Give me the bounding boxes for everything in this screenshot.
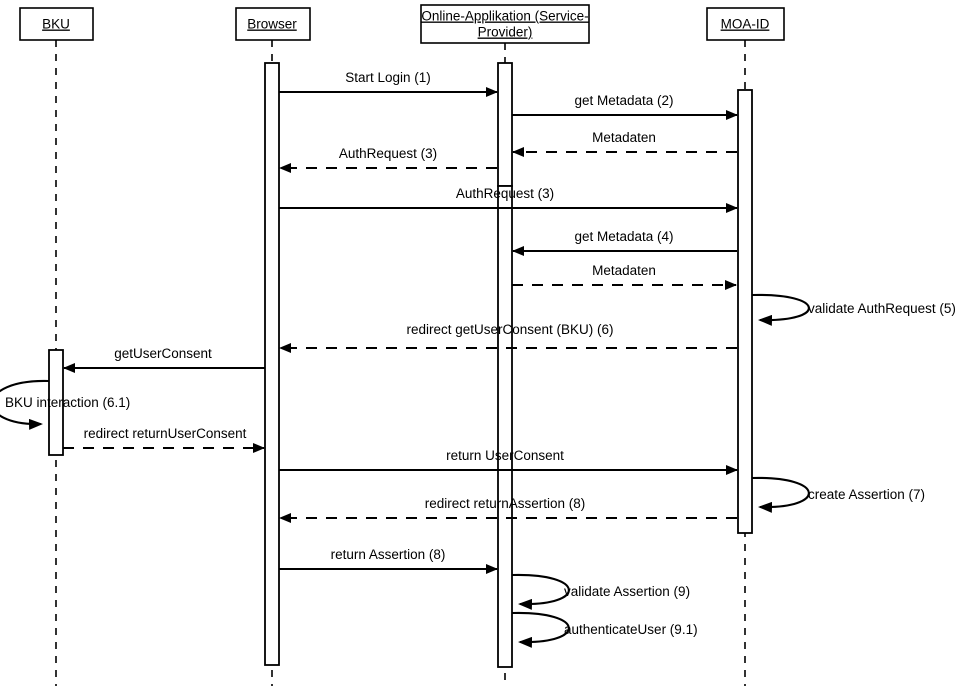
- message-label: redirect getUserConsent (BKU) (6): [406, 322, 613, 337]
- self-message-loop-arrow: [751, 293, 810, 326]
- self-message-loop-arrow: [511, 573, 570, 610]
- message-label: get Metadata (4): [574, 229, 673, 244]
- message-label: return Assertion (8): [331, 547, 446, 562]
- message-label: redirect returnUserConsent: [84, 426, 247, 441]
- message-label: return UserConsent: [446, 448, 564, 463]
- lifeline-header-box[interactable]: [706, 7, 785, 41]
- message-10-bku-to-browser[interactable]: redirect returnUserConsent: [63, 426, 265, 453]
- self-message-label: create Assertion (7): [808, 487, 925, 502]
- self-message-1-moa[interactable]: validate AuthRequest (5): [751, 293, 956, 326]
- activation-bar-moa[interactable]: [737, 89, 753, 534]
- self-message-loop-arrow: [751, 476, 810, 513]
- lifeline-header-box[interactable]: [235, 7, 311, 41]
- lifeline-label-browser: Browser: [247, 17, 297, 32]
- message-label: Metadaten: [592, 130, 656, 145]
- message-4-oa-to-browser[interactable]: AuthRequest (3): [279, 146, 497, 173]
- lifeline-label-oa: Online-Applikation (Service-: [421, 9, 588, 24]
- self-message-label: validate AuthRequest (5): [808, 301, 956, 316]
- message-8-moa-to-browser[interactable]: redirect getUserConsent (BKU) (6): [279, 322, 737, 353]
- message-3-moa-to-oa[interactable]: Metadaten: [512, 130, 737, 157]
- lifeline-label-moa: MOA-ID: [721, 17, 770, 32]
- self-message-loop-arrow: [0, 379, 50, 430]
- message-label: AuthRequest (3): [339, 146, 437, 161]
- lifeline-bku[interactable]: BKU: [19, 7, 94, 686]
- message-12-moa-to-browser[interactable]: redirect returnAssertion (8): [279, 496, 737, 523]
- message-13-browser-to-oa[interactable]: return Assertion (8): [279, 547, 498, 574]
- message-label: Metadaten: [592, 263, 656, 278]
- lifeline-header-box[interactable]: [19, 7, 94, 41]
- message-1-browser-to-oa[interactable]: Start Login (1): [279, 70, 498, 97]
- message-2-oa-to-moa[interactable]: get Metadata (2): [512, 93, 738, 120]
- activation-bar-oa[interactable]: [497, 62, 513, 187]
- message-label: AuthRequest (3): [456, 186, 554, 201]
- message-9-browser-to-bku[interactable]: getUserConsent: [63, 346, 265, 373]
- activation-bar-browser[interactable]: [264, 62, 280, 666]
- message-label: get Metadata (2): [574, 93, 673, 108]
- message-label: getUserConsent: [114, 346, 212, 361]
- activations-layer: [48, 62, 753, 668]
- messages-layer: Start Login (1) get Metadata (2) Metadaten…: [63, 70, 738, 574]
- message-5-browser-to-moa[interactable]: AuthRequest (3): [279, 186, 738, 213]
- self-message-2-bku[interactable]: BKU interaction (6.1): [0, 379, 130, 430]
- self-message-loop-arrow: [511, 611, 570, 648]
- message-label: redirect returnAssertion (8): [425, 496, 586, 511]
- activation-bar-oa[interactable]: [497, 185, 513, 668]
- self-message-label: BKU interaction (6.1): [5, 395, 130, 410]
- message-7-oa-to-moa[interactable]: Metadaten: [512, 263, 737, 290]
- self-message-3-moa[interactable]: create Assertion (7): [751, 476, 925, 513]
- self-message-label: validate Assertion (9): [564, 584, 690, 599]
- message-11-browser-to-moa[interactable]: return UserConsent: [279, 448, 738, 475]
- self-message-5-oa[interactable]: authenticateUser (9.1): [511, 611, 698, 648]
- lifeline-label-bku: BKU: [42, 17, 70, 32]
- lifeline-label-oa: Provider): [478, 25, 533, 40]
- activation-bar-bku[interactable]: [48, 349, 64, 456]
- message-label: Start Login (1): [345, 70, 431, 85]
- message-6-moa-to-oa[interactable]: get Metadata (4): [512, 229, 737, 256]
- self-message-label: authenticateUser (9.1): [564, 622, 698, 637]
- self-messages-layer: validate AuthRequest (5) BKU interaction …: [0, 293, 956, 648]
- self-message-4-oa[interactable]: validate Assertion (9): [511, 573, 690, 610]
